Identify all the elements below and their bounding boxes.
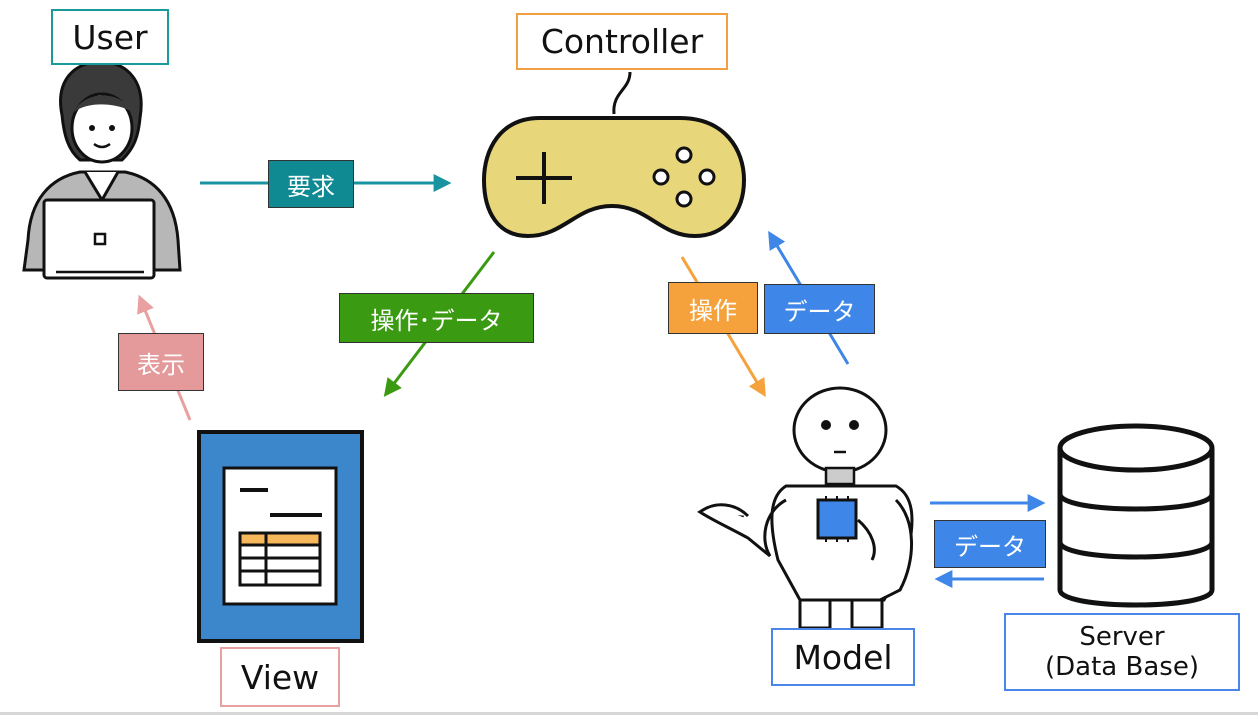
robot-icon [697,386,914,630]
user-with-laptop-icon [22,60,182,280]
operation-data-tag-text: 操作･データ [370,306,503,335]
server-label-line1: Server [1079,622,1165,652]
user-label: User [51,9,169,65]
database-cylinder-icon [1057,423,1215,608]
operation-tag: 操作 [668,282,758,334]
user-label-text: User [72,17,148,57]
request-tag: 要求 [268,160,354,208]
spreadsheet-document-icon [197,430,364,643]
server-label-line2: (Data Base) [1045,652,1199,682]
data-up-tag: データ [764,284,875,334]
view-label: View [220,647,340,707]
display-tag-text: 表示 [137,350,185,379]
bottom-divider [0,712,1258,715]
display-tag: 表示 [118,333,204,391]
request-tag-text: 要求 [287,172,335,201]
operation-data-tag: 操作･データ [339,293,534,343]
server-label: Server (Data Base) [1004,613,1240,691]
view-label-text: View [240,657,320,697]
model-label-text: Model [793,637,893,677]
data-up-tag-text: データ [783,297,856,326]
controller-label: Controller [516,13,728,70]
controller-label-text: Controller [540,22,704,61]
model-label: Model [771,628,915,686]
operation-tag-text: 操作 [689,296,737,325]
gamepad-icon [481,71,747,239]
data-server-tag: データ [934,520,1046,568]
data-server-tag-text: データ [954,532,1026,561]
